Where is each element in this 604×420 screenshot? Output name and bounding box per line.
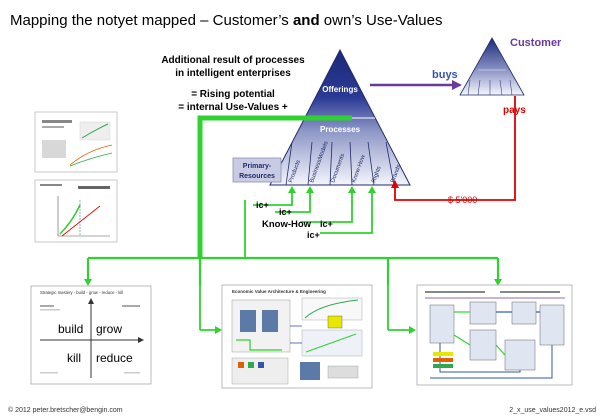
note-line-1: Additional result of processes xyxy=(161,55,305,66)
value-architecture-card: Economic Value Architecture & Engineerin… xyxy=(221,284,373,389)
pays-line xyxy=(394,96,516,201)
column-rights: Rights xyxy=(371,166,382,184)
svg-text:Resources: Resources xyxy=(239,173,275,180)
ic-label-2: ic+ xyxy=(279,207,292,217)
knowhow-label: Know-How xyxy=(262,219,312,230)
processes-label: Processes xyxy=(320,125,361,134)
footer-copyright: © 2012 peter.bretscher@bengin.com xyxy=(8,407,123,414)
process-diagram-card xyxy=(416,284,573,386)
customer-pyramid: Customer xyxy=(459,37,562,96)
svg-text:Primary-: Primary- xyxy=(243,163,272,170)
ic-label-4: ic+ xyxy=(307,230,320,240)
quadrant-kill: kill xyxy=(67,351,81,365)
strategy-card: Strategic mastery - build - grow - reduc… xyxy=(30,285,152,385)
footer-filename: 2_x_use_values2012_e.vsd xyxy=(509,407,596,414)
note-line-3: = Rising potential xyxy=(191,89,275,100)
page-title: Mapping the notyet mapped – Customer’s a… xyxy=(10,12,443,29)
ic-label-1: ic+ xyxy=(256,200,269,210)
thumbnail-1 xyxy=(34,111,118,173)
quadrant-build: build xyxy=(58,322,83,336)
quadrant-grow: grow xyxy=(96,322,122,336)
ic-label-3: ic+ xyxy=(320,219,333,229)
thumbnail-2 xyxy=(34,179,118,243)
green-flows xyxy=(86,115,500,331)
buys-arrowhead xyxy=(452,80,462,90)
green-arrowheads xyxy=(84,186,502,334)
strategy-card-header: Strategic mastery - build - grow - reduc… xyxy=(40,290,123,295)
offerings-label: Offerings xyxy=(322,85,358,94)
customer-label: Customer xyxy=(510,37,562,49)
buys-label: buys xyxy=(432,69,458,81)
value-card-header: Economic Value Architecture & Engineerin… xyxy=(232,289,326,294)
quadrant-reduce: reduce xyxy=(96,351,133,365)
money-label: $ 5'000 xyxy=(448,195,477,205)
note-line-4: = internal Use-Values + xyxy=(178,102,288,113)
pays-label: pays xyxy=(503,105,526,116)
note-line-2: in intelligent enterprises xyxy=(175,68,291,79)
pays-arrowhead xyxy=(391,180,399,188)
potential-note: Additional result of processes in intell… xyxy=(148,54,318,114)
primary-resources-box: Primary- Resources xyxy=(232,157,282,183)
